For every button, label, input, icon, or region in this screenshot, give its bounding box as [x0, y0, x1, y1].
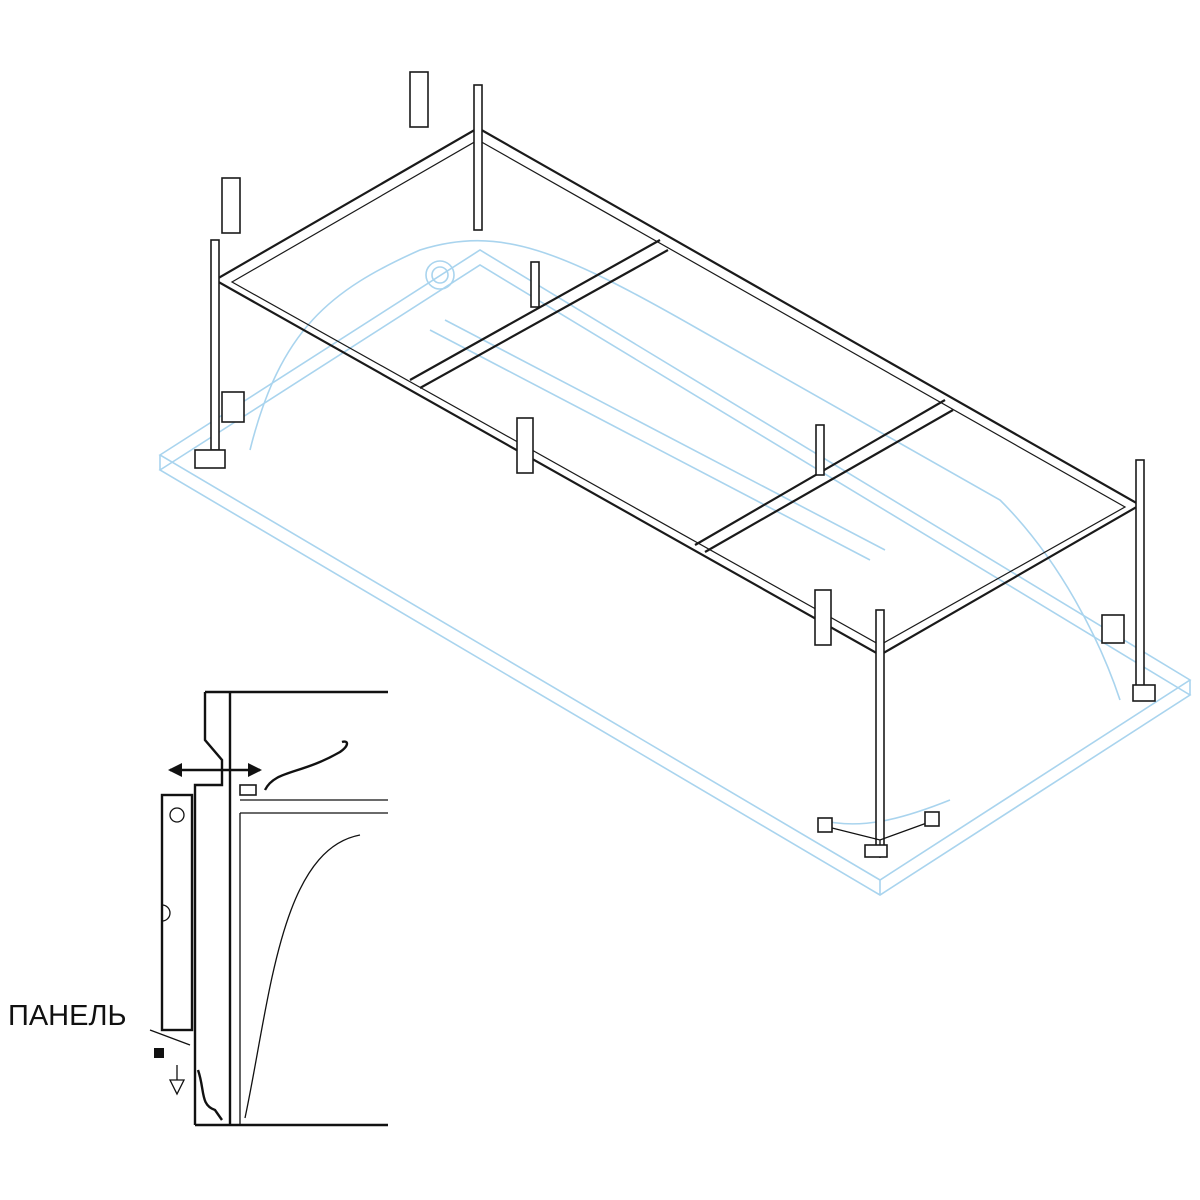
leg-front-right: [875, 609, 885, 851]
panel-label: ПАНЕЛЬ: [8, 1000, 127, 1032]
leg-middle-1: [530, 261, 540, 308]
leg-back-left: [473, 84, 483, 231]
steel-frame: [212, 126, 1143, 657]
adjustable-legs: [194, 84, 1156, 858]
leg-middle-2: [815, 424, 825, 476]
panel-mounting-detail: [149, 690, 388, 1127]
bathtub-outline: [158, 239, 1192, 896]
leg-back-right: [1135, 459, 1145, 691]
wall-brackets: [221, 71, 1125, 646]
leg-front-left: [210, 239, 220, 451]
